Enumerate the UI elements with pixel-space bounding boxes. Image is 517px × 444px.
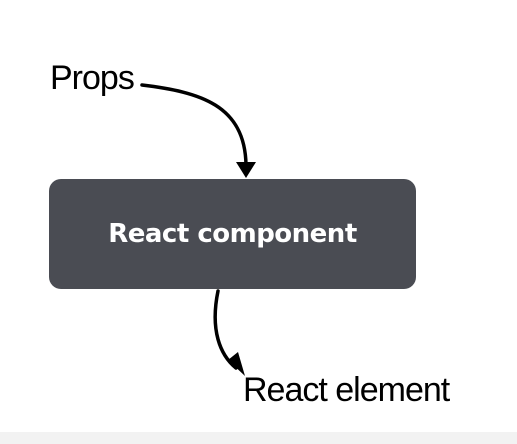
- props-arrowhead: [236, 162, 256, 178]
- react-element-label: React element: [243, 371, 450, 409]
- props-to-component-arrow: [140, 83, 248, 167]
- bottom-divider: [0, 432, 517, 444]
- element-arrowhead: [228, 352, 245, 376]
- component-to-element-arrow: [213, 289, 238, 370]
- props-label: Props: [50, 59, 135, 97]
- react-component-box: React component: [49, 179, 416, 289]
- react-component-label: React component: [108, 219, 357, 249]
